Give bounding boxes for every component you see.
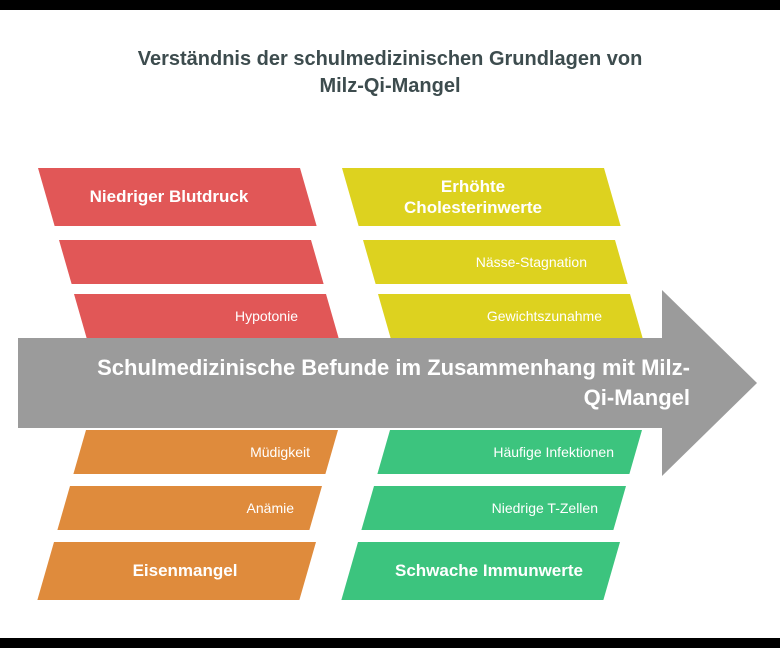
factor-bar-niedrige-t-zellen: Niedrige T-Zellen — [361, 486, 626, 530]
bottom-letterbox — [0, 638, 780, 648]
top-letterbox — [0, 0, 780, 10]
factor-bar-gewichtszunahme: Gewichtszunahme — [378, 294, 643, 338]
factor-label: Eisenmangel — [132, 561, 238, 581]
factor-bar-niedriger-blutdruck: Niedriger Blutdruck — [38, 168, 317, 226]
factor-label: Niedrige T-Zellen — [491, 499, 598, 516]
factor-label: Nässe-Stagnation — [475, 253, 587, 270]
arrow-banner-text: Schulmedizinische Befunde im Zusammenhan… — [97, 355, 690, 410]
factor-label: Häufige Infektionen — [493, 443, 614, 460]
factor-bar-empty — [59, 240, 324, 284]
factor-label: Erhöhte Cholesterinwerte — [404, 176, 542, 217]
factor-bar-anaemie: Anämie — [57, 486, 322, 530]
arrow-head-icon — [662, 290, 757, 476]
factor-bar-schwache-immunwerte: Schwache Immunwerte — [341, 542, 620, 600]
factor-label: Gewichtszunahme — [486, 307, 602, 324]
factor-label: Müdigkeit — [250, 443, 310, 460]
factor-bar-naesse-stagnation: Nässe-Stagnation — [363, 240, 628, 284]
factor-label: Hypotonie — [234, 307, 298, 324]
factor-bar-muedigkeit: Müdigkeit — [73, 430, 338, 474]
factor-bar-eisenmangel: Eisenmangel — [37, 542, 316, 600]
factor-bar-haeufige-infektionen: Häufige Infektionen — [377, 430, 642, 474]
factor-bar-erhoehte-cholesterinwerte: Erhöhte Cholesterinwerte — [342, 168, 621, 226]
page-title: Verständnis der schulmedizinischen Grund… — [137, 48, 643, 97]
arrow-body — [18, 338, 662, 428]
factor-bar-hypotonie: Hypotonie — [74, 294, 339, 338]
factor-label: Niedriger Blutdruck — [89, 187, 249, 207]
factor-label: Schwache Immunwerte — [394, 561, 583, 581]
factor-label: Anämie — [246, 499, 294, 516]
